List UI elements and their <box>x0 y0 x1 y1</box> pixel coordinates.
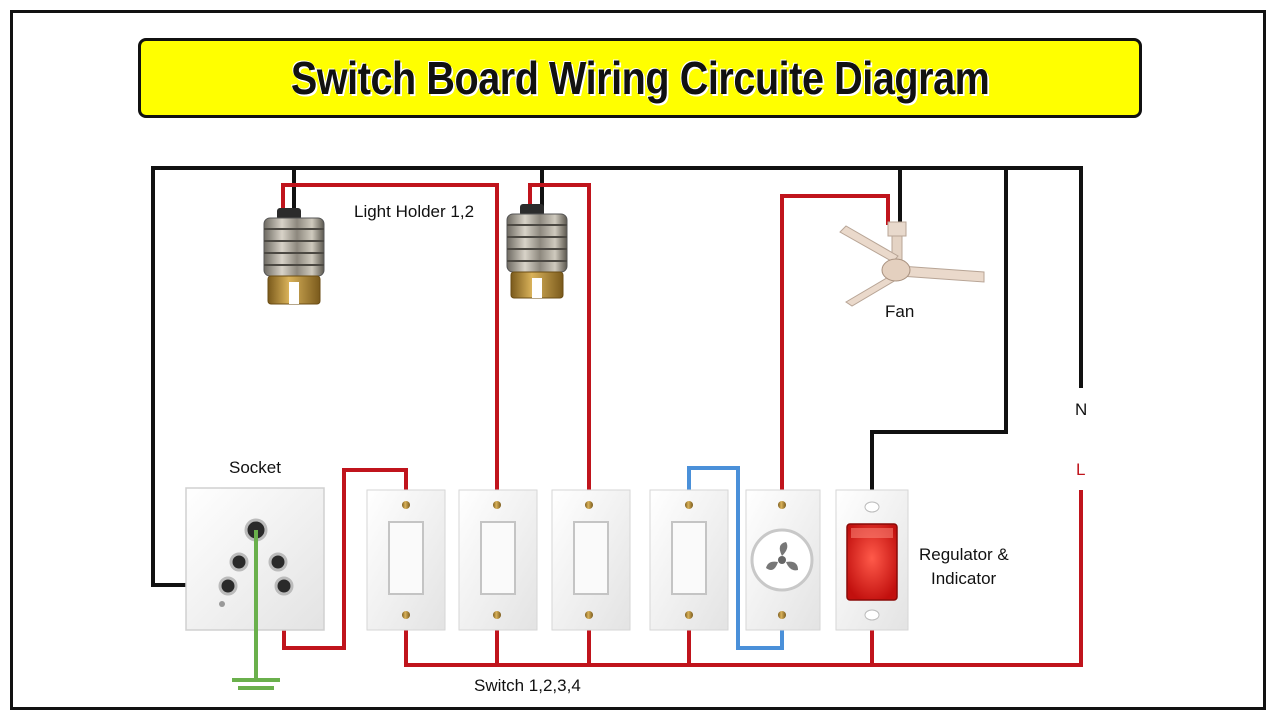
diagram-title: Switch Board Wiring Circuite Diagram <box>290 52 990 104</box>
regulator-label-line1: Regulator & <box>919 545 1009 564</box>
regulator-wires <box>687 466 784 650</box>
title-banner: Switch Board Wiring Circuite Diagram <box>138 38 1142 118</box>
neutral-wires <box>151 166 1083 587</box>
light-holder-label: Light Holder 1,2 <box>354 202 475 221</box>
light-holder-1 <box>263 208 325 305</box>
live-wires <box>281 183 1083 667</box>
fan-label: Fan <box>885 302 915 321</box>
indicator-lamp <box>835 489 909 631</box>
switch-1 <box>366 489 446 631</box>
earth-wire <box>232 530 280 690</box>
neutral-label: N <box>1075 400 1088 419</box>
switch-2 <box>458 489 538 631</box>
switch-4 <box>649 489 729 631</box>
diagram-frame <box>10 10 1266 710</box>
switch-3 <box>551 489 631 631</box>
regulator-label-line2: Indicator <box>931 569 997 588</box>
light-holder-2 <box>506 204 568 299</box>
ceiling-fan <box>839 221 985 307</box>
switches-label: Switch 1,2,3,4 <box>474 676 581 695</box>
socket-label: Socket <box>229 458 281 477</box>
live-label: L <box>1076 460 1086 479</box>
fan-regulator <box>745 489 821 631</box>
